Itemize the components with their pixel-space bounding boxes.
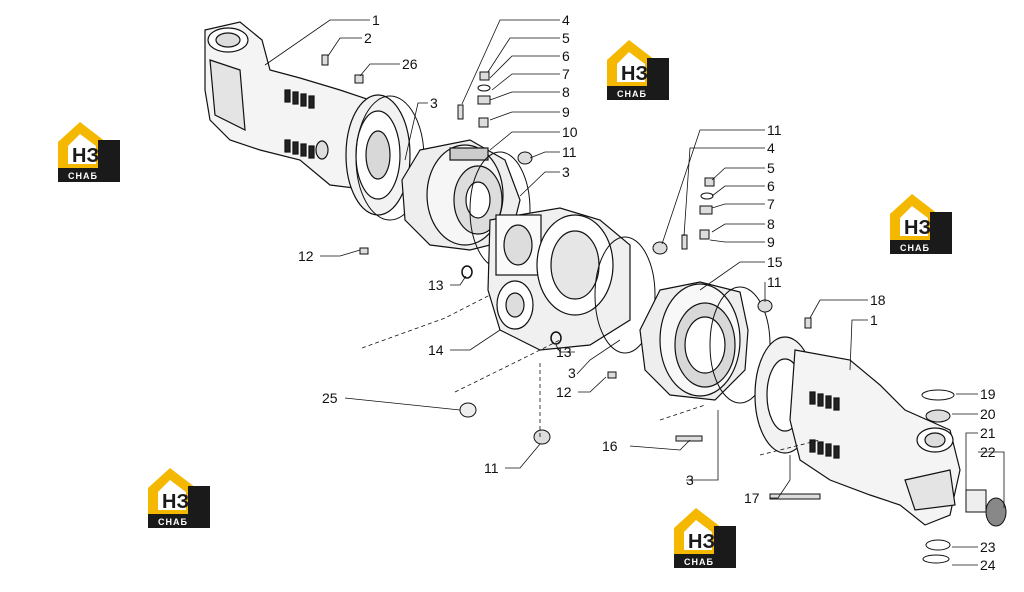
callout-22: 22	[980, 444, 996, 460]
callout-6: 6	[562, 48, 570, 64]
callout-14: 14	[428, 342, 444, 358]
watermark-logo: НЗ СНАБ	[58, 122, 120, 182]
callout-13: 13	[428, 277, 444, 293]
callout-3: 3	[562, 164, 570, 180]
callout-15: 15	[767, 254, 783, 270]
logo-text: СНАБ	[684, 557, 714, 567]
callout-11: 11	[767, 274, 782, 290]
axle-housing-left	[204, 21, 371, 191]
callout-6: 6	[767, 178, 775, 194]
logo-mark: НЗ	[688, 531, 715, 553]
logo-mark: НЗ	[72, 145, 99, 167]
callout-labels: 1 2 26 3 4 5 6 7 8 9 10 11 3 12 13 14 25…	[298, 12, 996, 573]
callout-7: 7	[767, 196, 775, 212]
callout-9: 9	[562, 104, 570, 120]
watermark-logo: НЗ СНАБ	[607, 40, 669, 100]
callout-1: 1	[870, 312, 878, 328]
callout-11: 11	[767, 122, 782, 138]
center-housing	[487, 207, 631, 351]
callout-11: 11	[562, 144, 577, 160]
assembly-lines	[361, 294, 821, 456]
callout-2: 2	[364, 30, 372, 46]
callout-5: 5	[562, 30, 570, 46]
callout-16: 16	[602, 438, 618, 454]
callout-3: 3	[430, 95, 438, 111]
callout-3: 3	[568, 365, 576, 381]
logo-mark: НЗ	[904, 217, 931, 239]
leader-lines	[264, 19, 1005, 566]
watermark-logo: НЗ СНАБ	[674, 508, 736, 568]
callout-20: 20	[980, 406, 996, 422]
watermark-logo: НЗ СНАБ	[148, 468, 210, 528]
callout-23: 23	[980, 539, 996, 555]
logo-text: СНАБ	[617, 89, 647, 99]
callout-26: 26	[402, 56, 418, 72]
axle-housing-right	[789, 349, 961, 526]
callout-4: 4	[767, 140, 775, 156]
o-ring	[594, 236, 656, 354]
logo-text: СНАБ	[68, 171, 98, 181]
logo-text: СНАБ	[900, 243, 930, 253]
callout-7: 7	[562, 66, 570, 82]
callout-21: 21	[980, 425, 996, 441]
callout-8: 8	[562, 84, 570, 100]
callout-1: 1	[372, 12, 380, 28]
callout-11: 11	[484, 460, 499, 476]
logo-mark: НЗ	[162, 491, 189, 513]
callout-10: 10	[562, 124, 578, 140]
callout-9: 9	[767, 234, 775, 250]
callout-12: 12	[298, 248, 314, 264]
callout-4: 4	[562, 12, 570, 28]
flange-left	[345, 94, 411, 216]
small-parts	[321, 54, 1007, 564]
callout-12: 12	[556, 384, 572, 400]
callout-3: 3	[686, 472, 694, 488]
ring-gear-carrier	[639, 281, 749, 401]
callout-24: 24	[980, 557, 996, 573]
callout-5: 5	[767, 160, 775, 176]
callout-17: 17	[744, 490, 760, 506]
callout-8: 8	[767, 216, 775, 232]
logo-text: СНАБ	[158, 517, 188, 527]
callout-25: 25	[322, 390, 338, 406]
watermark-logo: НЗ СНАБ	[890, 194, 952, 254]
logo-mark: НЗ	[621, 63, 648, 85]
callout-19: 19	[980, 386, 996, 402]
callout-13: 13	[556, 344, 572, 360]
callout-18: 18	[870, 292, 886, 308]
